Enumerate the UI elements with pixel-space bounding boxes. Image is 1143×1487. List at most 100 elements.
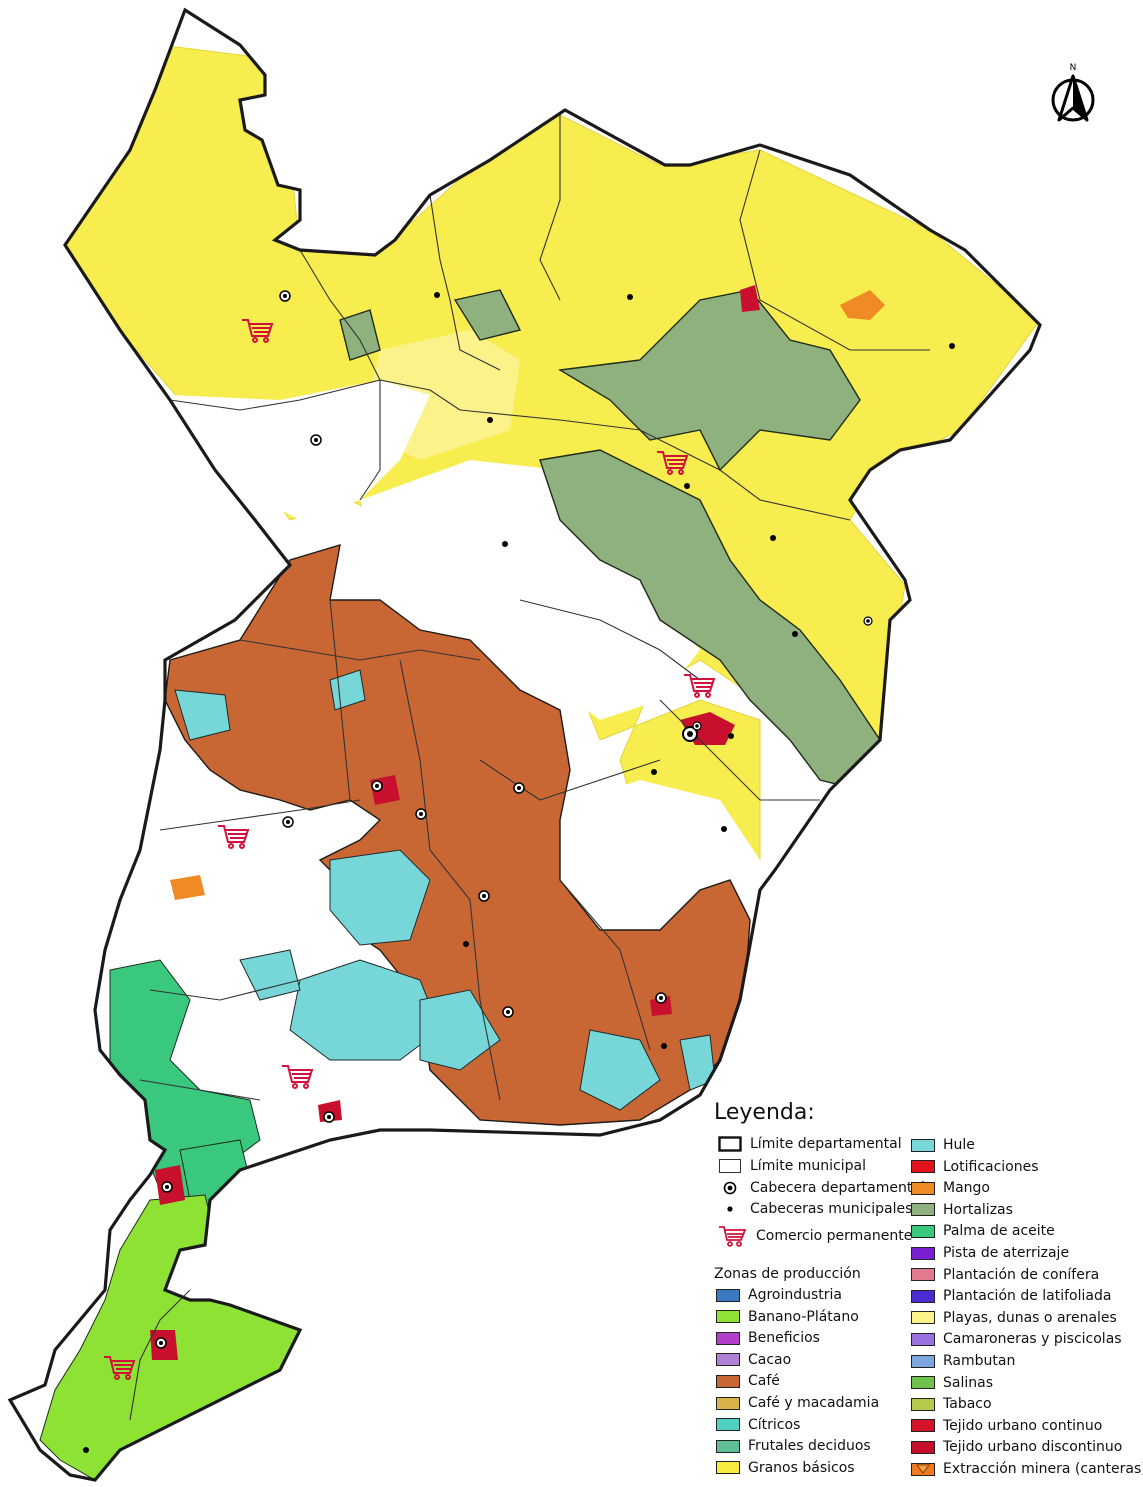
banano-platano-swatch bbox=[716, 1310, 740, 1324]
cafe-y-macadamia-swatch bbox=[716, 1396, 740, 1410]
legend-item-mango: Mango bbox=[911, 1178, 990, 1198]
granos-basicos-swatch bbox=[716, 1461, 740, 1475]
frutales-deciduos-swatch bbox=[716, 1439, 740, 1453]
legend-item-granos-basicos: Granos básicos bbox=[716, 1458, 855, 1478]
north-arrow-icon bbox=[1051, 74, 1095, 122]
legend-item-tabaco: Tabaco bbox=[911, 1394, 992, 1414]
legend-label: Café bbox=[748, 1373, 780, 1390]
legend-label: Pista de aterrizaje bbox=[943, 1245, 1070, 1261]
legend-label: Plantación de conífera bbox=[943, 1266, 1100, 1283]
legend-label: Beneficios bbox=[748, 1330, 820, 1347]
comercio-permanente bbox=[104, 319, 716, 1380]
zone-mango bbox=[170, 290, 885, 900]
legend-item-extraccion-minera-canteras: Extracción minera (canteras) bbox=[911, 1459, 1143, 1479]
legend-item-frutales-deciduos: Frutales deciduos bbox=[716, 1436, 871, 1456]
tabaco-swatch bbox=[911, 1397, 935, 1411]
mango-swatch bbox=[911, 1181, 935, 1195]
legend-label: Hule bbox=[943, 1137, 975, 1153]
target-icon bbox=[718, 1180, 742, 1196]
playas-dunas-o-arenales-swatch bbox=[911, 1311, 935, 1325]
legend-label: Cabecera departamental bbox=[750, 1180, 925, 1196]
legend-label: Granos básicos bbox=[748, 1459, 855, 1476]
hule-swatch bbox=[911, 1138, 935, 1152]
legend-item-salinas: Salinas bbox=[911, 1373, 993, 1393]
legend-label: Banano-Plátano bbox=[748, 1308, 859, 1325]
legend-label: Comercio permanente bbox=[756, 1228, 913, 1244]
legend-label: Plantación de latifoliada bbox=[943, 1288, 1112, 1305]
legend-item-comercio-permanente: Comercio permanente bbox=[718, 1224, 913, 1248]
legend-label: Tejido urbano discontinuo bbox=[943, 1439, 1123, 1456]
cafe-swatch bbox=[716, 1374, 740, 1388]
legend-item-limite-departamental: Límite departamental bbox=[718, 1134, 902, 1154]
cart-icon bbox=[282, 1065, 314, 1089]
cart-icon bbox=[684, 674, 716, 698]
cabecera-municipal-icon bbox=[282, 816, 294, 828]
cabecera-municipal-icon bbox=[502, 1006, 514, 1018]
plantacion-de-conifera-swatch bbox=[911, 1268, 935, 1282]
cart-icon bbox=[657, 451, 689, 475]
legend-label: Tejido urbano continuo bbox=[943, 1417, 1103, 1434]
zone-hule bbox=[174, 669, 716, 1111]
north-label: N bbox=[1070, 63, 1077, 73]
cabecera-municipal-icon bbox=[655, 992, 667, 1004]
cart-icon bbox=[104, 1356, 136, 1380]
pista-de-aterrizaje-swatch bbox=[911, 1246, 935, 1260]
rambutan-swatch bbox=[911, 1354, 935, 1368]
limite-municipal-swatch bbox=[718, 1158, 742, 1174]
cabecera-municipal-icon bbox=[478, 890, 490, 902]
cabecera-municipal-icon bbox=[155, 1337, 167, 1349]
zone-hortalizas bbox=[339, 289, 881, 791]
legend-item-tejido-urbano-discontinuo: Tejido urbano discontinuo bbox=[911, 1437, 1122, 1457]
legend-item-lotificaciones: Lotificaciones bbox=[911, 1157, 1039, 1177]
legend-label: Camaroneras y piscicolas bbox=[943, 1331, 1122, 1348]
legend-label: Límite municipal bbox=[750, 1158, 866, 1174]
legend-label: Frutales deciduos bbox=[748, 1438, 871, 1455]
legend-label: Tabaco bbox=[943, 1396, 992, 1413]
legend-item-palma-de-aceite: Palma de aceite bbox=[911, 1221, 1055, 1241]
cart-icon bbox=[718, 1224, 748, 1248]
legend-title: Leyenda: bbox=[714, 1100, 815, 1125]
cabecera-municipal-icon bbox=[279, 290, 291, 302]
legend-label: Cacao bbox=[748, 1351, 792, 1368]
legend-item-beneficios: Beneficios bbox=[716, 1328, 820, 1348]
extraccion-minera-canteras-swatch bbox=[911, 1462, 935, 1476]
cabecera-municipal-icon bbox=[161, 1181, 173, 1193]
cabecera-municipal-icon bbox=[310, 434, 322, 446]
legend-label: Cítricos bbox=[748, 1416, 801, 1433]
lotificaciones-swatch bbox=[911, 1160, 935, 1174]
tejido-urbano-discontinuo-swatch bbox=[911, 1440, 935, 1454]
dot-icon bbox=[718, 1201, 742, 1217]
cart-icon bbox=[242, 319, 274, 343]
legend-label: Rambutan bbox=[943, 1353, 1016, 1369]
limite-departamental-swatch bbox=[718, 1136, 742, 1152]
zones-title: Zonas de producción bbox=[714, 1266, 861, 1282]
agroindustria-swatch bbox=[716, 1288, 740, 1302]
cabecera-municipal-icon bbox=[415, 808, 427, 820]
tejido-urbano-continuo-swatch bbox=[911, 1419, 935, 1433]
legend-item-plantacion-de-conifera: Plantación de conífera bbox=[911, 1265, 1099, 1285]
cabecera-municipal-icon bbox=[371, 780, 383, 792]
legend-label: Lotificaciones bbox=[943, 1158, 1039, 1175]
legend-item-hule: Hule bbox=[911, 1135, 975, 1155]
legend-label: Playas, dunas o arenales bbox=[943, 1309, 1117, 1326]
palma-de-aceite-swatch bbox=[911, 1224, 935, 1238]
salinas-swatch bbox=[911, 1376, 935, 1390]
legend-item-cabeceras-municipales: Cabeceras municipales bbox=[718, 1199, 912, 1219]
cabecera-municipal-icon bbox=[692, 721, 702, 731]
legend-item-citricos: Cítricos bbox=[716, 1415, 800, 1435]
legend-item-playas-dunas-o-arenales: Playas, dunas o arenales bbox=[911, 1308, 1117, 1328]
cabecera-municipal-icon bbox=[513, 782, 525, 794]
camaroneras-y-piscicolas-swatch bbox=[911, 1332, 935, 1346]
cacao-swatch bbox=[716, 1353, 740, 1367]
legend-item-pista-de-aterrizaje: Pista de aterrizaje bbox=[911, 1243, 1069, 1263]
legend-item-cabecera-departamental: Cabecera departamental bbox=[718, 1178, 925, 1198]
legend-label: Agroindustria bbox=[748, 1287, 843, 1303]
legend-item-cacao: Cacao bbox=[716, 1350, 791, 1370]
small-dots bbox=[83, 292, 955, 1453]
legend-label: Cabeceras municipales bbox=[750, 1201, 913, 1217]
legend-label: Extracción minera (canteras) bbox=[943, 1461, 1143, 1477]
legend-label: Hortalizas bbox=[943, 1201, 1013, 1218]
